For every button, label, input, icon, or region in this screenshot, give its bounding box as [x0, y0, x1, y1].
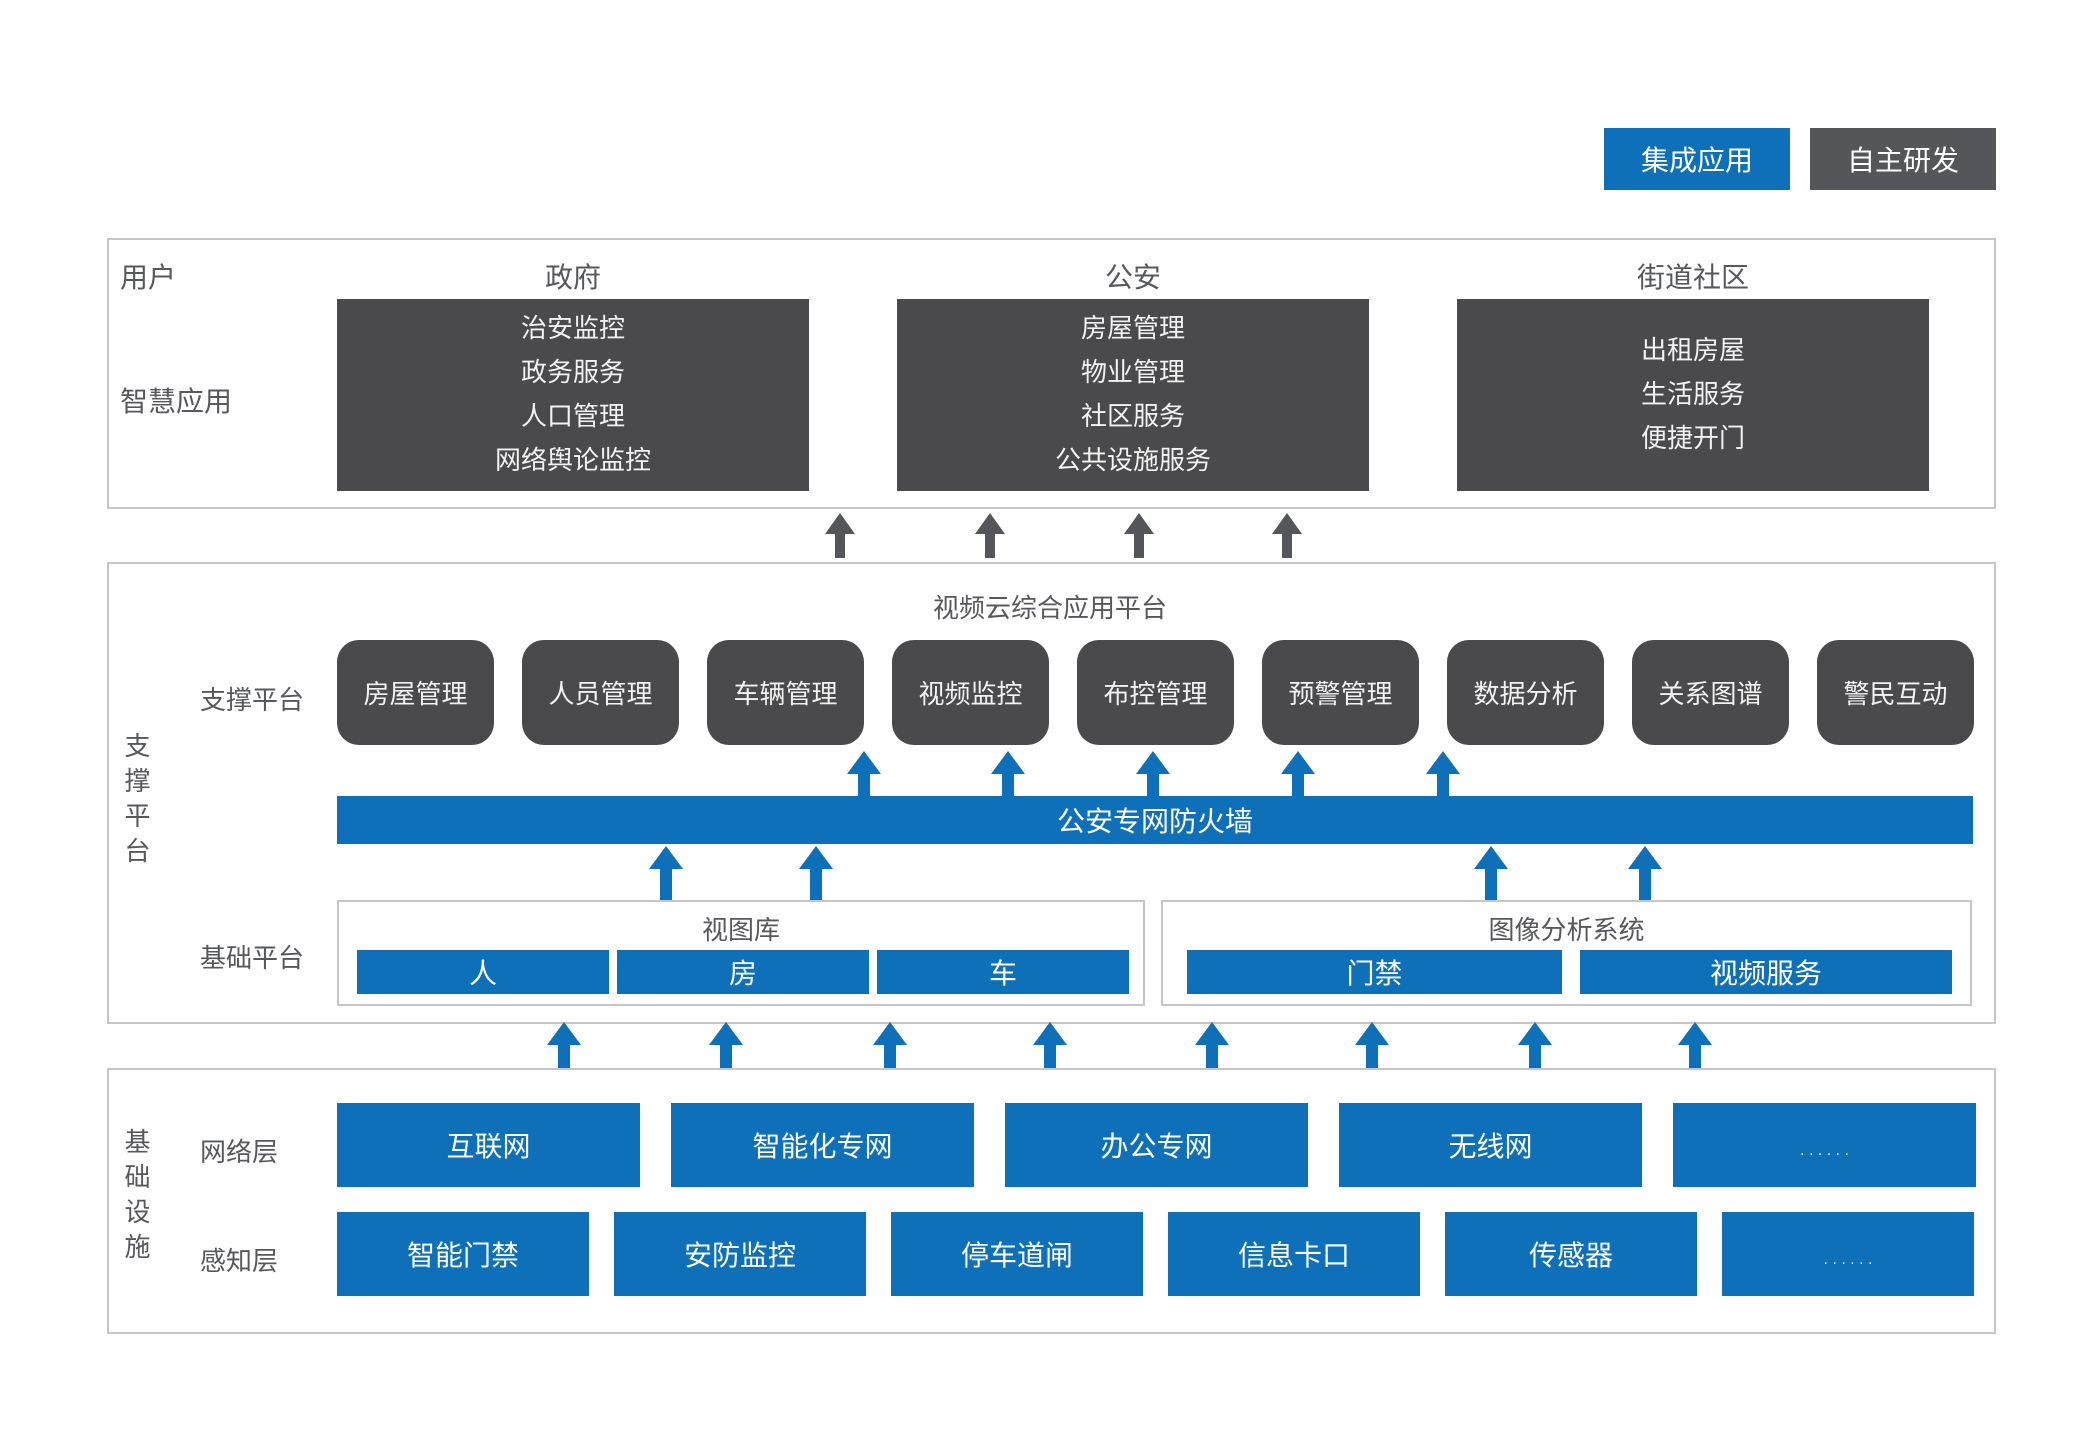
app-item: 出租房屋 [1640, 336, 1745, 366]
column-header-government: 政府 [544, 261, 601, 294]
perception-item: ...... [1722, 1212, 1974, 1296]
up-arrow-icon [547, 1022, 581, 1070]
support-app: 人员管理 [522, 640, 679, 745]
government-apps-box: 治安监控 政务服务 人口管理 网络舆论监控 [337, 299, 809, 491]
support-app: 警民互动 [1817, 640, 1974, 745]
up-arrow-icon [991, 751, 1025, 797]
support-app: 车辆管理 [707, 640, 864, 745]
support-app: 数据分析 [1447, 640, 1604, 745]
network-item: 智能化专网 [671, 1103, 974, 1187]
up-arrow-icon [1474, 846, 1508, 900]
library-items-row: 人 房 车 [357, 950, 1129, 994]
up-arrow-icon [1518, 1022, 1552, 1070]
video-image-library-panel: 视图库 人 房 车 [337, 900, 1145, 1006]
legend-integrated-app: 集成应用 [1604, 128, 1790, 190]
app-item: 房屋管理 [1080, 314, 1185, 344]
network-layer-row: 互联网 智能化专网 办公专网 无线网 ...... [337, 1103, 1976, 1187]
library-item: 人 [357, 950, 609, 994]
up-arrow-icon [1628, 846, 1662, 900]
row-label-perception-layer: 感知层 [200, 1247, 279, 1277]
up-arrow-icon [1136, 751, 1170, 797]
up-arrow-icon [1033, 1022, 1067, 1070]
up-arrow-icon [1124, 513, 1154, 558]
perception-item: 信息卡口 [1168, 1212, 1420, 1296]
network-item: ...... [1673, 1103, 1976, 1187]
app-item: 便捷开门 [1640, 424, 1745, 454]
perception-layer-row: 智能门禁 安防监控 停车道闸 信息卡口 传感器 ...... [337, 1212, 1974, 1296]
perception-item: 停车道闸 [891, 1212, 1143, 1296]
police-apps-box: 房屋管理 物业管理 社区服务 公共设施服务 [897, 299, 1369, 491]
perception-item: 智能门禁 [337, 1212, 589, 1296]
analysis-item: 门禁 [1187, 950, 1562, 994]
panel-title: 图像分析系统 [1488, 916, 1645, 946]
support-app: 视频监控 [892, 640, 1049, 745]
support-apps-row: 房屋管理 人员管理 车辆管理 视频监控 布控管理 预警管理 数据分析 关系图谱 … [337, 640, 1974, 745]
support-app: 预警管理 [1262, 640, 1419, 745]
side-label-infrastructure: 基础设施 [120, 1128, 150, 1268]
platform-title: 视频云综合应用平台 [932, 594, 1167, 624]
app-item: 人口管理 [520, 402, 625, 432]
image-analysis-panel: 图像分析系统 门禁 视频服务 [1161, 900, 1972, 1006]
row-label-base-platform: 基础平台 [200, 944, 305, 974]
up-arrow-icon [1355, 1022, 1389, 1070]
app-item: 社区服务 [1080, 402, 1185, 432]
up-arrow-icon [1272, 513, 1302, 558]
side-label-support-platform: 支撑平台 [120, 732, 150, 872]
up-arrow-icon [1195, 1022, 1229, 1070]
column-header-community: 街道社区 [1636, 261, 1749, 294]
panel-title: 视图库 [701, 916, 780, 946]
analysis-item: 视频服务 [1580, 950, 1952, 994]
legend-self-developed: 自主研发 [1810, 128, 1996, 190]
app-item: 治安监控 [520, 314, 625, 344]
up-arrow-icon [799, 846, 833, 900]
up-arrow-icon [825, 513, 855, 558]
up-arrow-icon [873, 1022, 907, 1070]
support-app: 布控管理 [1077, 640, 1234, 745]
row-label-support: 支撑平台 [200, 686, 305, 716]
column-header-police: 公安 [1104, 261, 1161, 294]
app-item: 物业管理 [1080, 358, 1185, 388]
row-label-users: 用户 [120, 261, 177, 294]
up-arrow-icon [847, 751, 881, 797]
firewall-bar: 公安专网防火墙 [337, 796, 1973, 844]
app-item: 生活服务 [1640, 380, 1745, 410]
network-item: 互联网 [337, 1103, 640, 1187]
support-app: 房屋管理 [337, 640, 494, 745]
up-arrow-icon [1678, 1022, 1712, 1070]
up-arrow-icon [1426, 751, 1460, 797]
app-item: 公共设施服务 [1054, 446, 1211, 476]
app-item: 政务服务 [520, 358, 625, 388]
up-arrow-icon [649, 846, 683, 900]
up-arrow-icon [1281, 751, 1315, 797]
up-arrow-icon [975, 513, 1005, 558]
support-app: 关系图谱 [1632, 640, 1789, 745]
row-label-smart-apps: 智慧应用 [120, 385, 233, 418]
library-item: 房 [617, 950, 869, 994]
row-label-network-layer: 网络层 [200, 1138, 279, 1168]
perception-item: 传感器 [1445, 1212, 1697, 1296]
library-item: 车 [877, 950, 1129, 994]
analysis-items-row: 门禁 视频服务 [1187, 950, 1952, 994]
up-arrow-icon [709, 1022, 743, 1070]
network-item: 无线网 [1339, 1103, 1642, 1187]
network-item: 办公专网 [1005, 1103, 1308, 1187]
community-apps-box: 出租房屋 生活服务 便捷开门 [1457, 299, 1929, 491]
perception-item: 安防监控 [614, 1212, 866, 1296]
app-item: 网络舆论监控 [494, 446, 651, 476]
